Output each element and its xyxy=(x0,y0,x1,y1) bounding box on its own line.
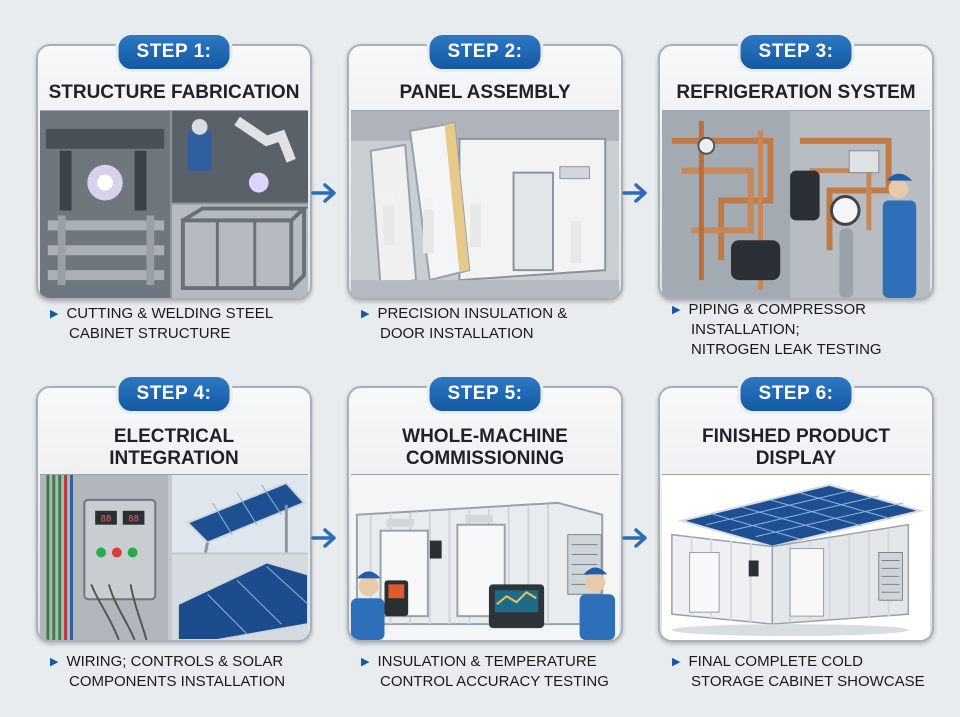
finished-product-illustration xyxy=(662,475,930,640)
step-illustration xyxy=(662,110,930,298)
step-title: REFRIGERATION SYSTEM xyxy=(660,82,932,104)
caption-line: DOOR INSTALLATION xyxy=(380,325,534,342)
step-title-line: REFRIGERATION SYSTEM xyxy=(676,82,916,103)
caption-text: PIPING & COMPRESSOR xyxy=(688,301,867,318)
step-illustration xyxy=(40,110,308,298)
step-3: STEP 3: REFRIGERATION SYSTEM xyxy=(658,32,934,358)
step-6: STEP 6: FINISHED PRODUCT DISPLAY xyxy=(658,374,934,696)
caption-text: INSULATION & TEMPERATURE xyxy=(377,653,597,670)
step-badge: STEP 5: xyxy=(426,374,544,414)
step-illustration xyxy=(351,110,619,298)
triangle-bullet-icon: ▶ xyxy=(672,304,681,316)
triangle-bullet-icon: ▶ xyxy=(50,308,59,320)
step-illustration xyxy=(351,474,619,640)
step-2: STEP 2: PANEL ASSEMBLY xyxy=(347,32,623,354)
svg-text:88: 88 xyxy=(128,515,139,525)
step-title: STRUCTURE FABRICATION xyxy=(38,82,310,104)
caption-line: COMPONENTS INSTALLATION xyxy=(69,673,286,690)
welding-illustration xyxy=(40,111,308,298)
arrow-right-icon xyxy=(311,183,336,203)
step-badge: STEP 6: xyxy=(737,374,855,414)
step-card: WHOLE-MACHINE COMMISSIONING xyxy=(347,386,623,642)
step-caption: ▶ PRECISION INSULATION & DOOR INSTALLATIO… xyxy=(361,304,629,344)
step-5: STEP 5: WHOLE-MACHINE COMMISSIONING xyxy=(347,374,623,696)
step-title-line: WHOLE-MACHINE xyxy=(402,426,568,447)
step-title: PANEL ASSEMBLY xyxy=(349,82,621,104)
step-caption: ▶ WIRING; CONTROLS & SOLAR COMPONENTS INS… xyxy=(50,652,318,692)
triangle-bullet-icon: ▶ xyxy=(50,656,59,668)
step-caption: ▶ PIPING & COMPRESSOR INSTALLATION; NITRO… xyxy=(672,300,940,360)
caption-line: INSTALLATION; xyxy=(691,321,800,338)
step-4: STEP 4: ELECTRICAL INTEGRATION 88 88 xyxy=(36,374,312,696)
step-illustration: 88 88 xyxy=(40,474,308,640)
caption-text: PRECISION INSULATION & xyxy=(377,305,568,322)
step-title: FINISHED PRODUCT DISPLAY xyxy=(660,426,932,470)
panel-assembly-illustration xyxy=(351,111,619,298)
caption-line: ▶ PIPING & COMPRESSOR xyxy=(672,300,940,320)
caption-line: CONTROL ACCURACY TESTING xyxy=(380,673,609,690)
step-title-line: DISPLAY xyxy=(755,448,837,469)
step-card: STRUCTURE FABRICATION xyxy=(36,44,312,300)
step-card: REFRIGERATION SYSTEM xyxy=(658,44,934,300)
step-title: WHOLE-MACHINE COMMISSIONING xyxy=(349,426,621,470)
refrigeration-illustration xyxy=(662,111,930,298)
step-title-line: COMMISSIONING xyxy=(405,448,565,469)
arrow-right-icon xyxy=(622,528,647,548)
triangle-bullet-icon: ▶ xyxy=(361,656,370,668)
step-title-line: PANEL ASSEMBLY xyxy=(399,82,571,103)
caption-line: NITROGEN LEAK TESTING xyxy=(691,341,882,358)
step-caption: ▶ INSULATION & TEMPERATURE CONTROL ACCURA… xyxy=(361,652,629,692)
triangle-bullet-icon: ▶ xyxy=(672,656,681,668)
triangle-bullet-icon: ▶ xyxy=(361,308,370,320)
caption-line: ▶ INSULATION & TEMPERATURE xyxy=(361,652,629,672)
caption-line: ▶ CUTTING & WELDING STEEL xyxy=(50,304,318,324)
step-badge: STEP 4: xyxy=(115,374,233,414)
step-card: PANEL ASSEMBLY xyxy=(347,44,623,300)
electrical-illustration: 88 88 xyxy=(40,475,308,640)
step-badge: STEP 1: xyxy=(115,32,233,72)
step-caption: ▶ CUTTING & WELDING STEEL CABINET STRUCTU… xyxy=(50,304,318,344)
step-caption: ▶ FINAL COMPLETE COLD STORAGE CABINET SHO… xyxy=(672,652,940,692)
arrow-right-icon xyxy=(311,528,336,548)
caption-text: WIRING; CONTROLS & SOLAR xyxy=(66,653,284,670)
step-title-line: FINISHED PRODUCT xyxy=(702,426,890,447)
step-card: FINISHED PRODUCT DISPLAY xyxy=(658,386,934,642)
step-title-line: ELECTRICAL xyxy=(113,426,235,447)
step-card: ELECTRICAL INTEGRATION 88 88 xyxy=(36,386,312,642)
commissioning-illustration xyxy=(351,475,619,640)
caption-line: CABINET STRUCTURE xyxy=(69,325,231,342)
step-badge: STEP 2: xyxy=(426,32,544,72)
step-title-line: INTEGRATION xyxy=(109,448,239,469)
step-title-line: STRUCTURE FABRICATION xyxy=(48,82,300,103)
arrow-right-icon xyxy=(622,183,647,203)
svg-text:88: 88 xyxy=(101,515,112,525)
caption-text: CUTTING & WELDING STEEL xyxy=(66,305,274,322)
caption-line: ▶ FINAL COMPLETE COLD xyxy=(672,652,940,672)
step-illustration xyxy=(662,474,930,640)
caption-line: STORAGE CABINET SHOWCASE xyxy=(691,673,925,690)
step-1: STEP 1: STRUCTURE FABRICATION xyxy=(36,32,312,354)
caption-line: ▶ PRECISION INSULATION & xyxy=(361,304,629,324)
step-title: ELECTRICAL INTEGRATION xyxy=(38,426,310,470)
caption-line: ▶ WIRING; CONTROLS & SOLAR xyxy=(50,652,318,672)
caption-text: FINAL COMPLETE COLD xyxy=(688,653,863,670)
step-badge: STEP 3: xyxy=(737,32,855,72)
